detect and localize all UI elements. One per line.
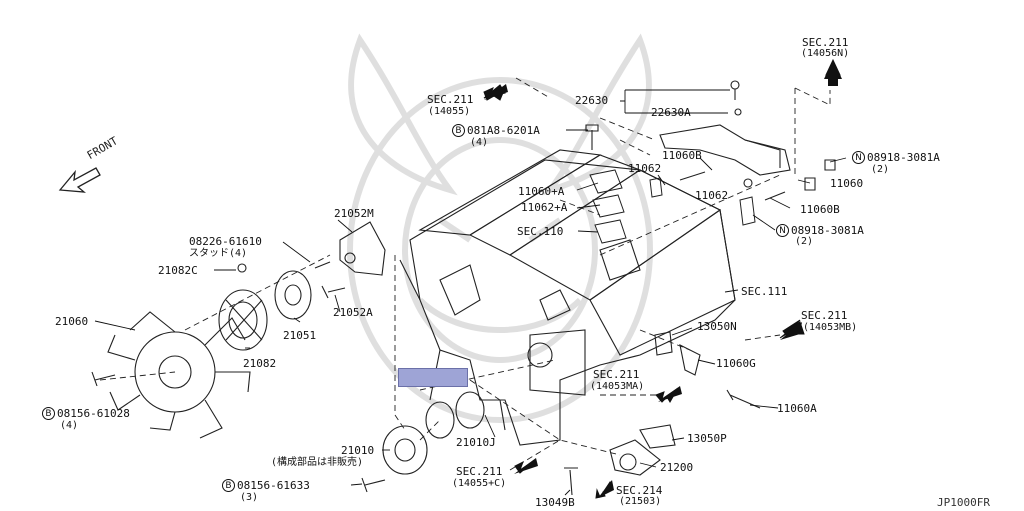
pulley-bracket (339, 221, 386, 276)
part-22630[interactable]: 22630 (575, 94, 609, 107)
part-11060B-upper[interactable]: 11060B (662, 149, 702, 162)
part-08156-61028-qty: (4) (60, 420, 79, 431)
diagram-id: JP1000FR (937, 496, 990, 509)
part-08156-61028[interactable]: 08156-61028 (57, 407, 130, 420)
part-13050P[interactable]: 13050P (687, 432, 727, 445)
nut-mark-icon: N (852, 151, 865, 164)
sec111-label[interactable]: SEC.111 (741, 285, 788, 298)
part-13050N[interactable]: 13050N (697, 320, 737, 333)
part-21052A[interactable]: 21052A (333, 306, 373, 319)
sec211-14053ma-label[interactable]: SEC.211 (593, 368, 640, 381)
part-08918-3081A-mid[interactable]: 08918-3081A (791, 224, 864, 237)
sec211-14053ma-sub: (14053MA) (590, 381, 645, 392)
bolt-mark-icon: B (222, 479, 235, 492)
part-08918-top-qty: (2) (871, 164, 890, 175)
part-11060-plus-A[interactable]: 11060+A (518, 185, 565, 198)
thermostat-housing (609, 424, 676, 476)
water-outlet-pipe (659, 80, 791, 176)
fan-clutch (218, 289, 268, 351)
part-21082[interactable]: 21082 (243, 357, 277, 370)
part-11062-lower[interactable]: 11062 (695, 189, 729, 202)
bolt-mark-icon: B (42, 407, 55, 420)
part-21060[interactable]: 21060 (55, 315, 89, 328)
sec211-14056n-label[interactable]: SEC.211 (802, 36, 849, 49)
part-11060A[interactable]: 11060A (777, 402, 817, 415)
part-08918-3081A-top[interactable]: 08918-3081A (867, 151, 940, 164)
part-11060[interactable]: 11060 (830, 177, 864, 190)
sec211-14055-sub: (14055) (428, 106, 471, 117)
leader-lines (94, 89, 847, 496)
part-08156-61633-qty: (3) (240, 492, 259, 503)
part-21200[interactable]: 21200 (660, 461, 694, 474)
sec211-14055c-sub: (14055+C) (452, 478, 507, 489)
water-pump (382, 391, 485, 475)
outlet-gaskets (589, 169, 756, 244)
part-11062-plus-A[interactable]: 11062+A (521, 201, 568, 214)
part-08918-mid-qty: (2) (795, 236, 814, 247)
alignment-lines (99, 77, 831, 471)
part-11062-upper[interactable]: 11062 (628, 162, 662, 175)
part-21082C[interactable]: 21082C (158, 264, 198, 277)
part-22630A[interactable]: 22630A (651, 106, 691, 119)
sec211-14056n-sub: (14056N) (801, 48, 850, 59)
part-081A8-6201A[interactable]: 081A8-6201A (467, 124, 540, 137)
section-arrows-solid (484, 60, 842, 498)
part-21010J[interactable]: 21010J (456, 436, 496, 449)
highlighted-part-region[interactable] (398, 368, 468, 387)
sec211-14053mb-label[interactable]: SEC.211 (801, 309, 848, 322)
bolts (91, 124, 836, 496)
part-21051[interactable]: 21051 (283, 329, 317, 342)
part-21010-note: (構成部品は非販売) (271, 457, 364, 468)
front-arrow-icon (58, 167, 101, 193)
part-11060G[interactable]: 11060G (716, 357, 756, 370)
part-13049B[interactable]: 13049B (535, 496, 575, 509)
sec211-14055c-label[interactable]: SEC.211 (456, 465, 503, 478)
part-21010[interactable]: 21010 (341, 444, 375, 457)
sec110-label[interactable]: SEC.110 (517, 225, 564, 238)
cooling-fan (107, 311, 251, 439)
part-08156-61633[interactable]: 08156-61633 (237, 479, 310, 492)
sec214-label[interactable]: SEC.214 (616, 484, 663, 497)
sec211-14053mb-sub: (14053MB) (803, 322, 858, 333)
part-08226-stud-note: スタッド(4) (189, 248, 248, 259)
bolt-mark-icon: B (452, 124, 465, 137)
part-11060B-lower[interactable]: 11060B (800, 203, 840, 216)
sec211-14055-label[interactable]: SEC.211 (427, 93, 474, 106)
part-081A8-qty: (4) (470, 137, 489, 148)
part-08226-61610[interactable]: 08226-61610 (189, 235, 262, 248)
fan-pulley (274, 270, 312, 320)
part-21052M[interactable]: 21052M (334, 207, 374, 220)
sec214-sub: (21503) (619, 496, 662, 507)
nut-mark-icon: N (776, 224, 789, 237)
